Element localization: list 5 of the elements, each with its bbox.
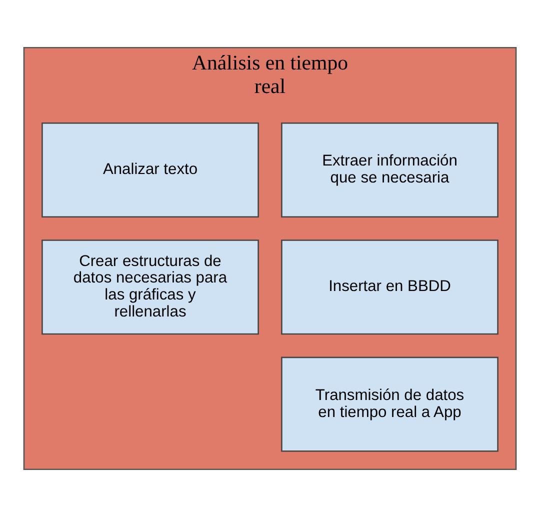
node-box: Insertar en BBDD: [281, 240, 498, 335]
node-box: Crear estructuras de datos necesarias para las gráficas y rellenarlas: [42, 240, 259, 335]
node-box: Extraer información que se necesaria: [281, 122, 498, 218]
node-box: Analizar texto: [42, 122, 259, 218]
node-box: Transmisión de datos en tiempo real a App: [281, 356, 498, 452]
